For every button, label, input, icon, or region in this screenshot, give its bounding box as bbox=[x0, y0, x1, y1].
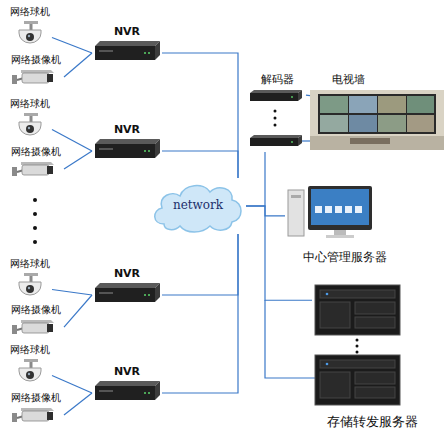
network-link bbox=[52, 376, 92, 394]
network-link bbox=[162, 151, 238, 178]
node-label: 中心管理服务器 bbox=[303, 251, 387, 265]
camera-node: 网络球机 bbox=[8, 258, 52, 300]
node-label: 网络摄像机 bbox=[11, 146, 61, 158]
camera-node: 网络球机 bbox=[8, 6, 52, 48]
network-link bbox=[64, 295, 92, 327]
nvr-node: NVR bbox=[92, 366, 162, 402]
network-link bbox=[246, 152, 265, 206]
nvr-node: NVR bbox=[92, 124, 162, 160]
network-link bbox=[162, 234, 238, 295]
network-cloud: network bbox=[150, 178, 246, 234]
network-link bbox=[246, 206, 312, 300]
server-node: 存储转发服务器 bbox=[312, 280, 432, 430]
camera-node: 网络摄像机 bbox=[8, 54, 64, 90]
node-label: 解码器 bbox=[261, 74, 294, 87]
decoder-node: 解码器 bbox=[248, 74, 306, 152]
node-label: 网络球机 bbox=[10, 6, 50, 18]
camera-node: 网络球机 bbox=[8, 98, 52, 140]
camera-node: 网络摄像机 bbox=[8, 304, 64, 340]
node-label: network bbox=[173, 199, 223, 213]
node-label: 电视墙 bbox=[332, 74, 365, 87]
node-label: 网络摄像机 bbox=[11, 392, 61, 404]
camera-node: 网络摄像机 bbox=[8, 392, 64, 428]
node-label: NVR bbox=[114, 268, 140, 281]
tv-wall-node: 电视墙 bbox=[310, 74, 444, 154]
network-link bbox=[64, 393, 92, 415]
camera-node: 网络摄像机 bbox=[8, 146, 64, 182]
network-link bbox=[52, 290, 92, 296]
node-label: NVR bbox=[114, 366, 140, 379]
node-label: 网络摄像机 bbox=[11, 304, 61, 316]
node-label: 存储转发服务器 bbox=[327, 415, 418, 430]
nvr-node: NVR bbox=[92, 268, 162, 304]
server-node: 中心管理服务器 bbox=[285, 183, 405, 265]
node-label: 网络球机 bbox=[10, 258, 50, 270]
node-label: 网络球机 bbox=[10, 98, 50, 110]
node-label: NVR bbox=[114, 124, 140, 137]
nvr-node: NVR bbox=[92, 26, 162, 62]
network-link bbox=[162, 234, 238, 393]
node-label: NVR bbox=[114, 26, 140, 39]
network-link bbox=[52, 38, 92, 54]
node-label: 网络球机 bbox=[10, 344, 50, 356]
network-link bbox=[64, 151, 92, 169]
network-link bbox=[64, 53, 92, 77]
camera-node: 网络球机 bbox=[8, 344, 52, 386]
network-link bbox=[306, 94, 310, 96]
cloud-shape bbox=[155, 186, 241, 232]
network-link bbox=[162, 53, 238, 178]
node-label: 网络摄像机 bbox=[11, 54, 61, 66]
